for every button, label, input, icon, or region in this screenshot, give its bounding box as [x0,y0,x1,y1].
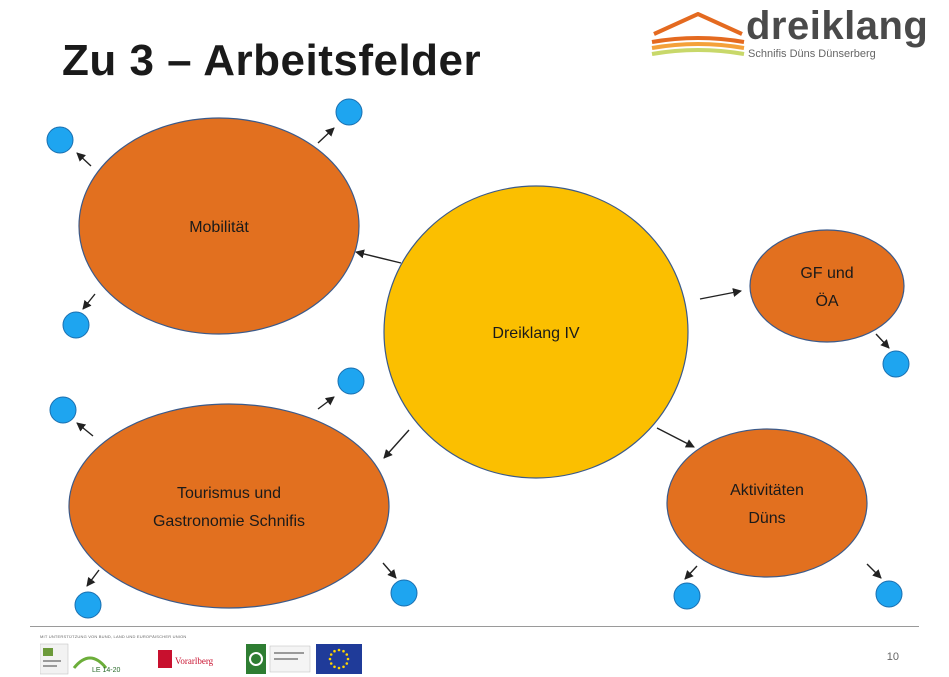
eu-star [345,653,349,656]
satellite-circle [46,126,74,154]
satellite-circle [390,579,418,607]
eu-star [342,649,345,653]
footer-divider [30,626,919,627]
arrow [866,563,882,579]
eu-star [333,649,336,653]
dreiklang-logo: dreiklang Schnifis Düns Dünserberg [648,4,938,70]
node-label: Mobilität [189,219,249,236]
node-label: ÖA [815,292,838,310]
eu-star [333,665,336,669]
logo-wordmark: dreiklang [746,4,929,48]
eu-star [328,657,332,661]
node-label: Tourismus und [177,485,281,502]
satellite-circle [882,350,910,378]
vorarlberg-logo: Vorarlberg [158,650,214,668]
eu-star [329,653,333,656]
node-center: Dreiklang IV [383,185,689,479]
footer-logos: LE 14-20 Vorarlberg [40,643,362,675]
satellite-circle [62,311,90,339]
eu-star [346,657,350,661]
arrow [86,569,100,587]
arrow [382,562,397,579]
eu-star [337,666,341,670]
eu-star [337,648,341,652]
satellite-circle [337,367,365,395]
node-label: GF und [800,265,853,282]
arrow [317,396,335,410]
logo-tagline: Schnifis Düns Dünserberg [748,48,876,60]
arrow [355,249,402,264]
node-label: Gastronomie Schnifis [153,513,305,530]
vorarlberg-text: Vorarlberg [175,656,214,666]
arrow [684,565,698,580]
arrow [699,288,742,300]
arrow [383,429,410,459]
dreiklang-roof-icon [651,12,745,56]
node-label: Aktivitäten [730,482,804,499]
footer-caption: MIT UNTERSTÜTZUNG VON BUND, LAND UND EUR… [40,634,187,639]
arrow [656,427,695,448]
satellite-circle [49,396,77,424]
le-logo: LE 14-20 [72,656,121,674]
arrow [82,293,96,310]
le-text: LE 14-20 [92,667,121,674]
arrow [875,333,890,349]
eu-star [342,665,345,669]
satellite-circle [335,98,363,126]
node-ellipse [68,403,390,609]
node-label: Dreiklang IV [492,325,579,342]
bund-logo [40,643,69,675]
node-ellipse [78,117,360,335]
page-number: 10 [886,651,899,663]
node-ellipse [666,428,868,578]
eu-star [345,662,349,665]
center-ellipse [383,185,689,479]
eu-flag-icon [316,644,362,674]
satellite-circle [74,591,102,619]
arrow [317,127,335,144]
node-label: Düns [748,510,785,527]
satellite-circle [875,580,903,608]
eu-star [329,662,333,665]
arrow [76,422,94,437]
node-mobilitaet: Mobilität [78,117,360,335]
satellite-circle [673,582,701,610]
slide-title: Zu 3 – Arbeitsfelder [62,36,482,85]
node-ellipse [749,229,905,343]
leader-logo [246,644,311,674]
arrow [76,152,92,167]
